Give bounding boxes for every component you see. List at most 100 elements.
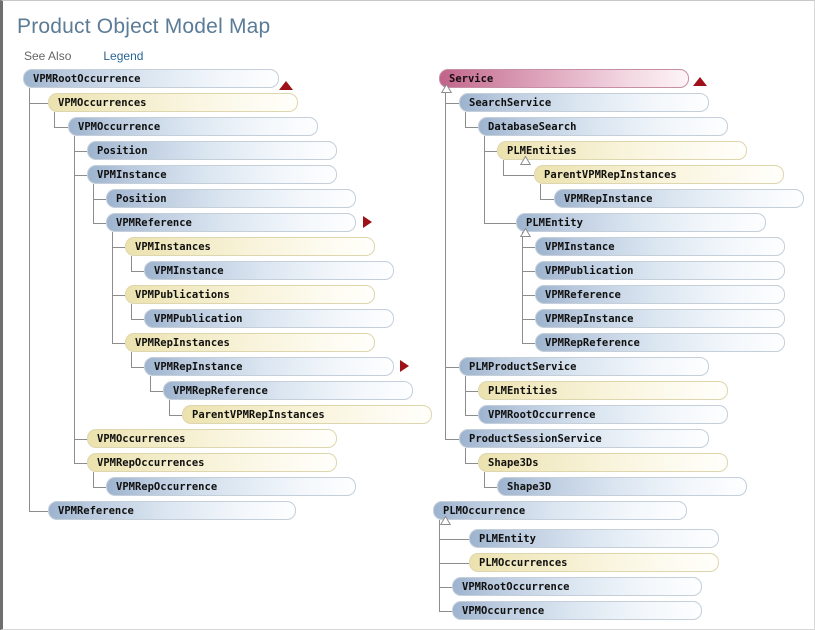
tree-connector-horizontal: [131, 319, 144, 320]
tree-node[interactable]: Position: [87, 141, 337, 160]
tree-connector-vertical: [465, 376, 466, 415]
inheritance-triangle-icon: [520, 228, 531, 237]
tree-node[interactable]: VPMOccurrences: [87, 429, 337, 448]
tree-connector-horizontal: [540, 199, 554, 200]
tree-node[interactable]: VPMRepOccurrences: [87, 453, 337, 472]
tree-node[interactable]: VPMOccurrences: [48, 93, 298, 112]
tree-node[interactable]: VPMRepInstance: [144, 357, 394, 376]
tree-connector-horizontal: [522, 295, 535, 296]
tree-node[interactable]: VPMRepInstance: [535, 309, 785, 328]
tree-node[interactable]: PLMEntity: [469, 529, 719, 548]
tree-node[interactable]: Shape3Ds: [478, 453, 728, 472]
expand-up-triangle-icon[interactable]: [279, 81, 293, 90]
expand-right-triangle-icon[interactable]: [400, 360, 409, 372]
tree-node[interactable]: PLMEntities: [497, 141, 747, 160]
tree-connector-horizontal: [131, 367, 144, 368]
tree-connector-horizontal: [112, 247, 125, 248]
tree-connector-vertical: [150, 376, 151, 391]
tree-connector-horizontal: [93, 223, 106, 224]
tree-node[interactable]: ParentVPMRepInstances: [182, 405, 432, 424]
tree-connector-vertical: [445, 88, 446, 439]
tree-connector-horizontal: [465, 391, 478, 392]
tree-node[interactable]: VPMReference: [106, 213, 356, 232]
tree-connector-horizontal: [439, 587, 452, 588]
tree-connector-horizontal: [150, 391, 163, 392]
tree-connector-horizontal: [74, 439, 87, 440]
tree-node[interactable]: SearchService: [459, 93, 709, 112]
tree-node[interactable]: VPMPublications: [125, 285, 375, 304]
tree-node[interactable]: VPMRepReference: [163, 381, 413, 400]
tree-connector-vertical: [54, 112, 55, 127]
tree-node[interactable]: VPMOccurrence: [68, 117, 318, 136]
tree-connector-horizontal: [522, 343, 535, 344]
page-title: Product Object Model Map: [17, 15, 271, 38]
tree-node[interactable]: VPMInstance: [144, 261, 394, 280]
expand-up-triangle-icon[interactable]: [693, 77, 707, 86]
tree-connector-horizontal: [112, 343, 125, 344]
tree-node[interactable]: DatabaseSearch: [478, 117, 728, 136]
tree-connector-horizontal: [29, 103, 48, 104]
tree-node[interactable]: VPMRepReference: [535, 333, 785, 352]
tree-connector-horizontal: [445, 103, 459, 104]
tree-node[interactable]: VPMRootOccurrence: [478, 405, 728, 424]
tree-connector-horizontal: [439, 563, 469, 564]
tree-node[interactable]: Position: [106, 189, 356, 208]
tree-node[interactable]: VPMOccurrence: [452, 601, 702, 620]
tree-connector-horizontal: [522, 319, 535, 320]
tree-connector-vertical: [93, 472, 94, 487]
tree-node[interactable]: PLMEntity: [516, 213, 766, 232]
see-also-label: See Also: [24, 49, 72, 63]
tree-connector-horizontal: [439, 539, 469, 540]
header-links: See Also Legend: [24, 49, 143, 63]
tree-connector-vertical: [465, 448, 466, 463]
tree-node[interactable]: VPMRootOccurrence: [23, 69, 279, 88]
tree-connector-vertical: [503, 160, 504, 175]
tree-connector-horizontal: [74, 151, 87, 152]
tree-node[interactable]: VPMRepOccurrence: [106, 477, 356, 496]
tree-node[interactable]: VPMRootOccurrence: [452, 577, 702, 596]
tree-connector-horizontal: [74, 175, 87, 176]
tree-connector-vertical: [540, 184, 541, 199]
tree-connector-vertical: [93, 184, 94, 223]
tree-node[interactable]: PLMEntities: [478, 381, 728, 400]
tree-node[interactable]: VPMInstances: [125, 237, 375, 256]
legend-link[interactable]: Legend: [103, 49, 144, 63]
tree-node[interactable]: ParentVPMRepInstances: [534, 165, 784, 184]
tree-node[interactable]: VPMPublication: [535, 261, 785, 280]
inheritance-triangle-icon: [440, 516, 451, 525]
tree-node[interactable]: PLMOccurrences: [469, 553, 719, 572]
tree-connector-horizontal: [484, 487, 497, 488]
tree-connector-vertical: [112, 232, 113, 343]
tree-connector-horizontal: [112, 295, 125, 296]
tree-connector-horizontal: [465, 415, 478, 416]
tree-node[interactable]: VPMRepInstances: [125, 333, 375, 352]
tree-connector-horizontal: [465, 463, 478, 464]
tree-node[interactable]: VPMRepInstance: [554, 189, 804, 208]
tree-node[interactable]: PLMProductService: [459, 357, 709, 376]
tree-connector-horizontal: [522, 271, 535, 272]
tree-connector-horizontal: [93, 487, 106, 488]
tree-connector-horizontal: [131, 271, 144, 272]
tree-connector-horizontal: [503, 175, 534, 176]
tree-connector-horizontal: [93, 199, 106, 200]
tree-connector-horizontal: [169, 415, 182, 416]
tree-connector-vertical: [131, 304, 132, 319]
tree-node[interactable]: VPMInstance: [87, 165, 337, 184]
tree-node[interactable]: VPMPublication: [144, 309, 394, 328]
tree-node[interactable]: VPMReference: [535, 285, 785, 304]
tree-connector-horizontal: [445, 367, 459, 368]
tree-connector-horizontal: [465, 127, 478, 128]
tree-connector-vertical: [29, 88, 30, 511]
tree-connector-vertical: [484, 472, 485, 487]
tree-node[interactable]: Shape3D: [497, 477, 747, 496]
expand-right-triangle-icon[interactable]: [363, 216, 372, 228]
tree-node[interactable]: Service: [439, 69, 689, 88]
tree-node[interactable]: PLMOccurrence: [433, 501, 687, 520]
tree-node[interactable]: VPMInstance: [535, 237, 785, 256]
tree-node[interactable]: VPMReference: [48, 501, 296, 520]
tree-connector-vertical: [522, 232, 523, 343]
tree-connector-horizontal: [54, 127, 68, 128]
tree-node[interactable]: ProductSessionService: [459, 429, 709, 448]
